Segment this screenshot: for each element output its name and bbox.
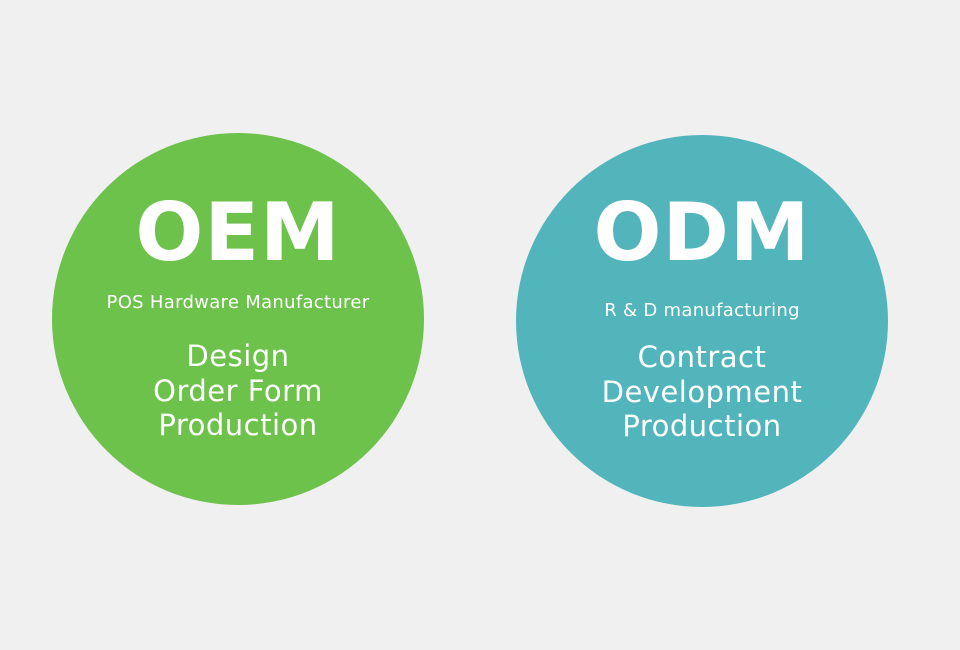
odm-item-contract: Contract <box>637 340 767 374</box>
odm-item-list: Contract Development Production <box>516 340 888 444</box>
oem-item-design: Design <box>186 339 290 373</box>
odm-item-production: Production <box>622 409 782 443</box>
odm-circle: ODM R & D manufacturing Contract Develop… <box>516 135 888 507</box>
oem-item-production: Production <box>158 408 318 442</box>
oem-subtitle: POS Hardware Manufacturer <box>106 292 370 313</box>
oem-circle: OEM POS Hardware Manufacturer Design Ord… <box>52 133 424 505</box>
odm-title: ODM <box>593 186 811 279</box>
odm-subtitle: R & D manufacturing <box>604 300 800 321</box>
oem-item-list: Design Order Form Production <box>52 339 424 443</box>
odm-item-development: Development <box>601 374 803 409</box>
oem-item-order-form: Order Form <box>153 373 323 408</box>
oem-title: OEM <box>135 186 341 279</box>
